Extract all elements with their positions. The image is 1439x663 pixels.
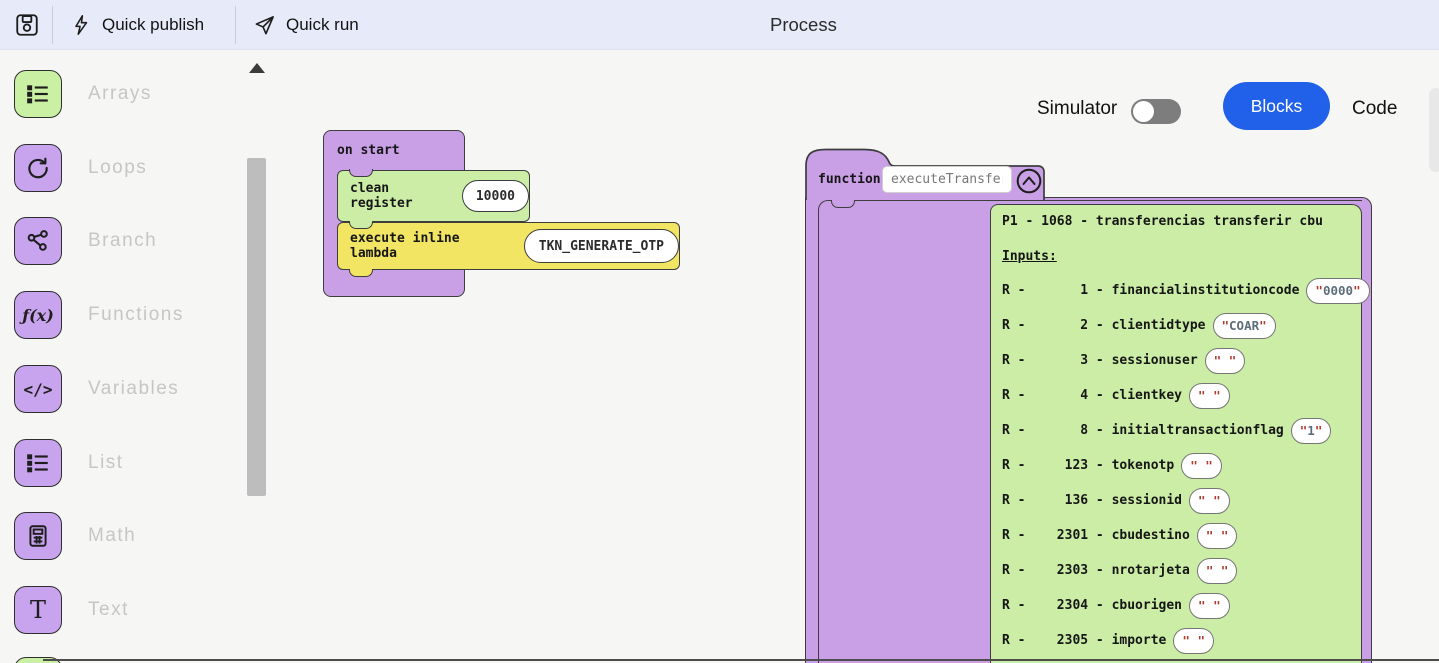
function-block-header[interactable]: function xyxy=(805,148,1045,200)
branch-icon xyxy=(14,217,62,265)
input-row: R - 2 - clientidtype "COAR" xyxy=(1002,308,1357,343)
block-connector-notch xyxy=(831,200,855,208)
input-row: R - 2303 - nrotarjeta " " xyxy=(1002,553,1357,588)
lambda-name-field[interactable]: TKN_GENERATE_OTP xyxy=(523,229,679,263)
on-start-label: on start xyxy=(337,143,400,158)
simulator-toggle[interactable] xyxy=(1131,99,1181,124)
sidebar-item-functions[interactable]: ƒ(x) Functions xyxy=(14,291,184,339)
loop-icon xyxy=(14,144,62,192)
sidebar-item-list[interactable]: List xyxy=(14,439,124,487)
function-inputs-rows: R - 1 - financialinstitutioncode"0000"R … xyxy=(1002,273,1370,658)
input-value-chip[interactable]: " " xyxy=(1196,557,1238,584)
input-row-label: R - 8 - initialtransactionflag xyxy=(1002,423,1284,438)
quick-run-label: Quick run xyxy=(286,15,359,34)
toggle-knob xyxy=(1133,101,1154,122)
list-icon xyxy=(14,439,62,487)
toolbar-divider xyxy=(235,6,236,44)
input-value-chip[interactable]: " " xyxy=(1204,347,1246,374)
input-row-label: R - 2305 - importe xyxy=(1002,633,1167,648)
calculator-icon xyxy=(14,512,62,560)
toolbar-divider xyxy=(52,6,53,44)
execute-inline-lambda-block[interactable]: execute inline lambda TKN_GENERATE_OTP xyxy=(337,222,680,270)
input-value-chip[interactable]: " " xyxy=(1189,487,1230,514)
sidebar-item-label: Text xyxy=(88,599,129,620)
input-row: R - 123 - tokenotp " " xyxy=(1002,448,1357,483)
page-title: Process xyxy=(770,14,837,35)
collapse-icon[interactable] xyxy=(1016,168,1042,194)
input-row: R - 136 - sessionid " " xyxy=(1002,483,1357,518)
quick-run-button[interactable]: Quick run xyxy=(253,0,359,50)
save-icon xyxy=(14,12,40,38)
sidebar-item-text[interactable]: T Text xyxy=(14,586,129,634)
input-row: R - 2301 - cbudestino " " xyxy=(1002,518,1357,553)
clean-register-block[interactable]: clean register 10000 xyxy=(337,170,530,222)
block-connector-notch xyxy=(349,220,373,229)
input-value-chip[interactable]: "1" xyxy=(1290,417,1332,444)
code-tab-button[interactable]: Code xyxy=(1352,98,1398,119)
input-row: R - 4 - clientkey " " xyxy=(1002,378,1357,413)
input-row-label: R - 1 - financialinstitutioncode xyxy=(1002,283,1300,298)
send-icon xyxy=(253,14,276,37)
sidebar-item-label: Variables xyxy=(88,378,180,399)
block-connector-notch xyxy=(349,168,373,177)
function-icon: ƒ(x) xyxy=(14,291,62,339)
input-row: R - 2305 - importe " " xyxy=(1002,623,1357,658)
input-row-label: R - 2303 - nrotarjeta xyxy=(1002,563,1190,578)
input-value-chip[interactable]: "COAR" xyxy=(1212,312,1276,339)
sidebar-item-label: Math xyxy=(88,525,137,546)
simulator-label: Simulator xyxy=(1037,98,1118,119)
input-row: R - 2304 - cbuorigen " " xyxy=(1002,588,1357,623)
inputs-heading: Inputs: xyxy=(1002,249,1057,264)
sidebar-item-label: List xyxy=(88,452,124,473)
input-row-label: R - 3 - sessionuser xyxy=(1002,353,1198,368)
input-row-label: R - 2301 - cbudestino xyxy=(1002,528,1190,543)
sidebar-scroll-up-button[interactable] xyxy=(249,63,265,73)
call-block-title: P1 - 1068 - transferencias transferir cb… xyxy=(1002,214,1323,229)
execute-lambda-label: execute inline lambda xyxy=(350,231,460,261)
input-value-chip[interactable]: " " xyxy=(1196,522,1238,549)
lightning-icon xyxy=(70,13,92,37)
input-row: R - 1 - financialinstitutioncode "0000" xyxy=(1002,273,1370,308)
input-row-label: R - 136 - sessionid xyxy=(1002,493,1183,508)
code-icon: </> xyxy=(14,365,62,413)
input-row: R - 3 - sessionuser " " xyxy=(1002,343,1357,378)
input-row: R - 8 - initialtransactionflag "1" xyxy=(1002,413,1357,448)
sidebar-item-label: Loops xyxy=(88,157,148,178)
sidebar-item-loops[interactable]: Loops xyxy=(14,144,147,192)
input-row-label: R - 4 - clientkey xyxy=(1002,388,1183,403)
sidebar-item-arrays[interactable]: Arrays xyxy=(14,70,152,118)
input-row-label: R - 2304 - cbuorigen xyxy=(1002,598,1183,613)
sidebar-item-math[interactable]: Math xyxy=(14,512,136,560)
sidebar-item-label: Branch xyxy=(88,230,158,251)
input-value-chip[interactable]: " " xyxy=(1173,627,1214,654)
sidebar-scrollbar[interactable] xyxy=(247,158,266,496)
quick-publish-label: Quick publish xyxy=(102,15,205,34)
input-value-chip[interactable]: " " xyxy=(1181,452,1222,479)
blocks-tab-button[interactable]: Blocks xyxy=(1223,82,1330,130)
save-button[interactable] xyxy=(14,0,40,50)
sidebar-item-label: Arrays xyxy=(88,83,152,104)
input-row-label: R - 123 - tokenotp xyxy=(1002,458,1175,473)
block-connector-notch xyxy=(349,268,373,277)
input-row-label: R - 2 - clientidtype xyxy=(1002,318,1206,333)
sidebar-item-variables[interactable]: </> Variables xyxy=(14,365,179,413)
canvas-scrollbar[interactable] xyxy=(1429,88,1439,172)
function-call-block[interactable]: P1 - 1068 - transferencias transferir cb… xyxy=(990,204,1370,663)
input-value-chip[interactable]: "0000" xyxy=(1306,277,1370,304)
canvas-bottom-edge xyxy=(43,659,1439,661)
input-value-chip[interactable]: " " xyxy=(1189,592,1230,619)
function-statement-area xyxy=(818,200,1362,663)
sidebar-item-label: Functions xyxy=(88,304,184,325)
top-toolbar: Quick publish Quick run Process xyxy=(0,0,1439,50)
list-icon xyxy=(14,70,62,118)
quick-publish-button[interactable]: Quick publish xyxy=(70,0,204,50)
register-value-field[interactable]: 10000 xyxy=(461,180,529,212)
input-value-chip[interactable]: " " xyxy=(1189,382,1230,409)
function-name-input[interactable] xyxy=(882,166,1012,193)
clean-register-label: clean register xyxy=(350,181,413,211)
sidebar-item-branch[interactable]: Branch xyxy=(14,217,157,265)
function-keyword-label: function xyxy=(818,172,881,187)
text-icon: T xyxy=(14,586,62,634)
